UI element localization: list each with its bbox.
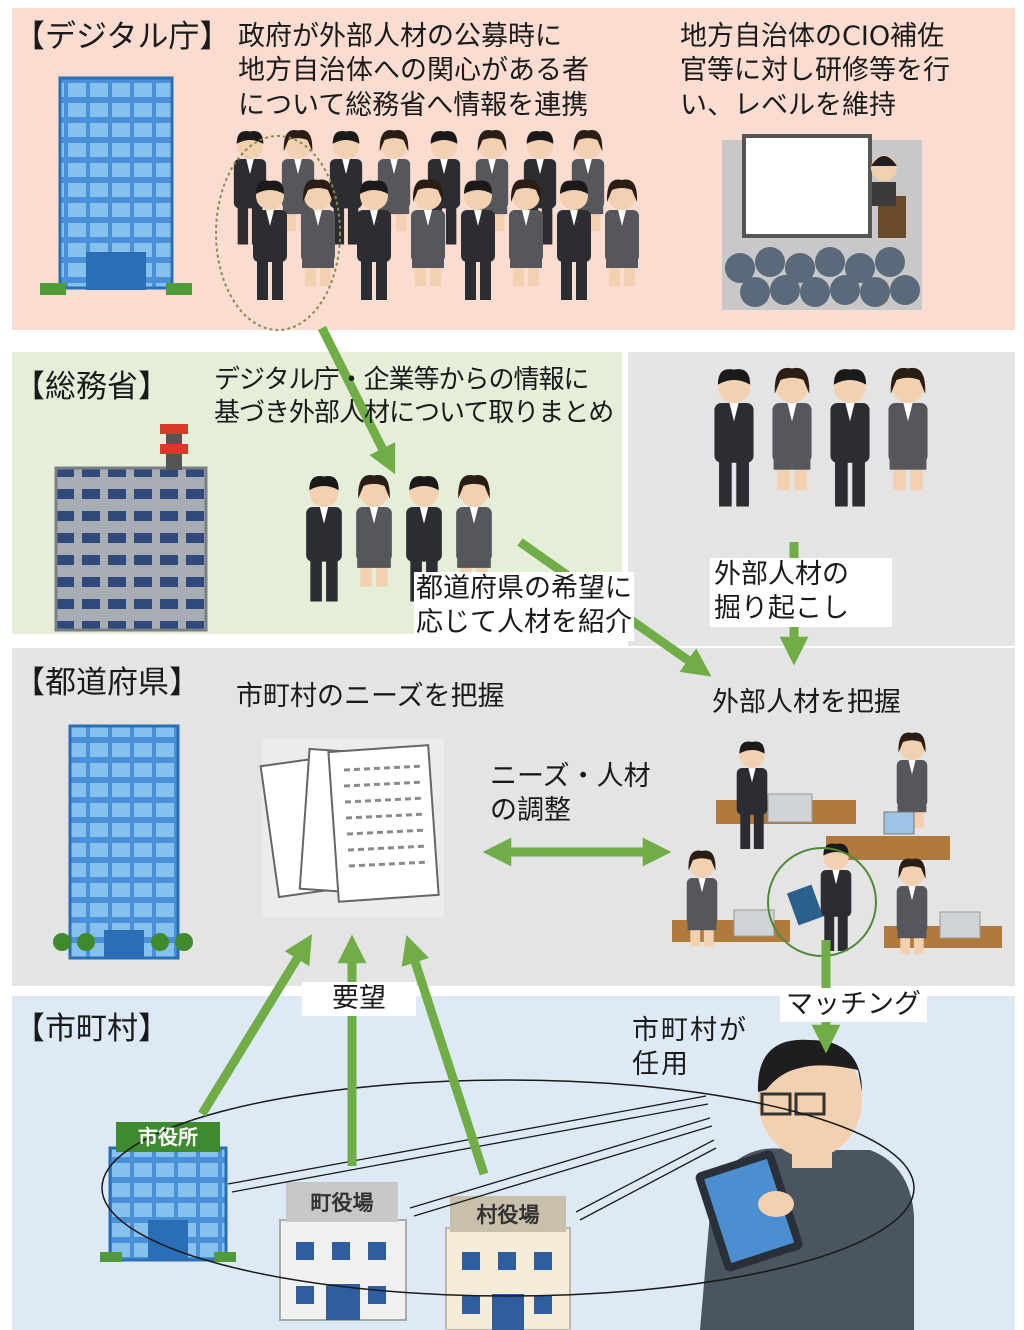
needs-label: 市町村のニーズを把握	[236, 681, 505, 712]
matching-label: マッチング	[780, 988, 927, 1023]
village-hall-icon	[445, 1196, 571, 1330]
office-workers-icon	[672, 732, 1002, 955]
flow-arrows	[198, 325, 841, 1176]
village-hall-sign: 村役場	[477, 1203, 540, 1227]
municipality-ellipse	[101, 1079, 915, 1297]
needs-documents-icon	[259, 738, 444, 918]
introduce-label: 都道府県の希望に 応じて人材を紹介	[414, 572, 634, 641]
dig-up-label: 外部人材の 掘り起こし	[710, 558, 892, 627]
arrow-to-somu	[317, 325, 396, 475]
prefecture-building-icon	[53, 724, 193, 960]
arrow-request-city	[198, 934, 313, 1117]
appoint-label: 市町村が 任用	[632, 1015, 748, 1081]
adjust-label: ニーズ・人材 の調整	[490, 761, 651, 827]
training-note: 地方自治体のCIO補佐 官等に対し研修等を行 い、レベルを維持	[680, 21, 950, 121]
digital-agency-building-icon	[40, 76, 192, 295]
request-label: 要望	[302, 982, 416, 1017]
city-hall-icon	[100, 1122, 236, 1262]
city-hall-sign: 市役所	[138, 1125, 198, 1149]
somu-building-icon	[54, 424, 208, 632]
municipality-heading: 【市町村】	[14, 1011, 169, 1047]
town-hall-icon	[279, 1182, 407, 1321]
training-lecture-icon	[722, 134, 922, 310]
somu-note: デジタル庁・企業等からの情報に 基づき外部人材について取りまとめ	[214, 365, 614, 429]
talent-candidates-icon	[714, 367, 928, 507]
digital-agency-note: 政府が外部人材の公募時に 地方自治体への関心がある者 について総務省へ情報を連携	[238, 21, 589, 121]
selection-circle	[215, 135, 341, 331]
appointment-link-lines	[227, 1095, 717, 1221]
somu-heading: 【総務省】	[14, 369, 169, 405]
employee-crowd-icon	[233, 129, 639, 300]
talent-label: 外部人材を把握	[712, 687, 901, 718]
digital-agency-heading: 【デジタル庁】	[14, 19, 231, 55]
appointed-talent-icon	[695, 1039, 914, 1330]
town-hall-sign: 町役場	[311, 1191, 374, 1215]
prefecture-heading: 【都道府県】	[14, 665, 200, 701]
arrow-request-village	[401, 935, 489, 1176]
